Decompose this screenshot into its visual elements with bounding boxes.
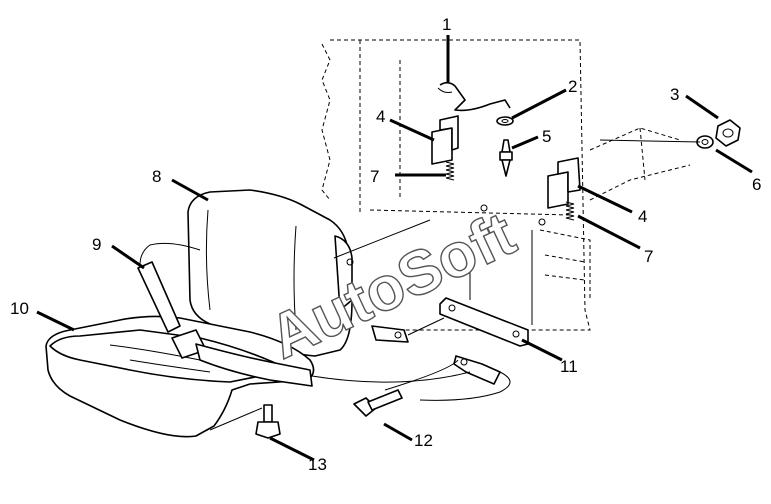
part-9-seat-belt xyxy=(137,244,313,387)
part-7-spring-lower xyxy=(565,201,575,221)
part-1-wire-bracket xyxy=(437,81,511,112)
callout-3: 3 xyxy=(670,85,679,104)
callout-5: 5 xyxy=(542,127,551,146)
callout-leaders xyxy=(36,35,753,462)
belt-anchor-left xyxy=(371,325,409,343)
part-4-latch-guide-upper xyxy=(431,115,459,165)
callout-8: 8 xyxy=(152,167,161,186)
callout-4-upper: 4 xyxy=(376,107,385,126)
assembly-connection-lines xyxy=(149,139,701,431)
callout-12: 12 xyxy=(414,431,433,450)
part-4-latch-guide-lower xyxy=(547,157,581,209)
callout-10: 10 xyxy=(10,299,29,318)
part-5-striker-stud xyxy=(499,139,513,177)
callout-11: 11 xyxy=(560,357,578,376)
part-7-spring-upper xyxy=(445,161,455,181)
callout-6: 6 xyxy=(752,175,761,194)
callout-9: 9 xyxy=(92,235,101,254)
callout-1: 1 xyxy=(442,15,451,34)
callout-7-lower: 7 xyxy=(644,247,653,266)
part-3-nut xyxy=(715,119,741,147)
callout-13: 13 xyxy=(308,455,327,474)
part-13-bolt xyxy=(255,404,281,439)
callout-labels: 1 2 3 4 5 6 7 4 8 9 10 7 11 12 13 xyxy=(10,15,761,474)
belt-anchor-right xyxy=(453,355,501,385)
part-12-bolt xyxy=(353,389,403,417)
part-2-washer xyxy=(496,116,514,126)
part-11-retainer-plate xyxy=(439,297,529,347)
callout-2: 2 xyxy=(568,77,577,96)
part-8-seat-back xyxy=(187,189,354,357)
callout-7-upper: 7 xyxy=(370,167,379,186)
callout-4-lower: 4 xyxy=(638,207,647,226)
